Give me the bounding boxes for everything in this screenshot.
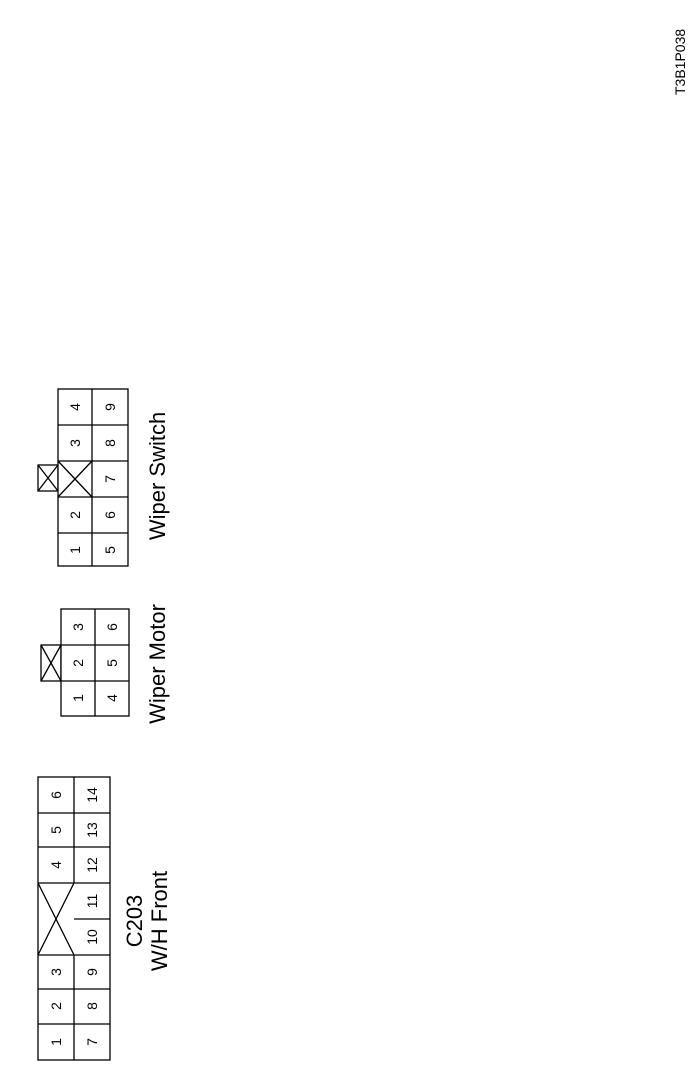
- pin-label: 12: [84, 857, 100, 873]
- pin-label: 3: [67, 439, 83, 447]
- pin-label: 5: [102, 546, 118, 554]
- connector-label: Wiper Motor: [145, 604, 170, 724]
- pin-label: 10: [84, 929, 100, 945]
- pin-label: 8: [102, 439, 118, 447]
- pin-label: 1: [67, 546, 83, 554]
- pin-label: 6: [104, 623, 120, 631]
- pin-label: 13: [84, 822, 100, 838]
- pin-label: 9: [102, 403, 118, 411]
- connector-label: C203: [122, 895, 147, 948]
- figure-code: T3B1P038: [672, 29, 688, 95]
- pin-label: 11: [84, 894, 100, 909]
- pin-label: 6: [102, 511, 118, 519]
- pin-label: 14: [84, 787, 100, 803]
- pin-label: 2: [70, 659, 86, 667]
- connector-wiper-motor: 1 2 3 4 5 6 Wiper Motor: [40, 604, 170, 724]
- pin-label: 1: [70, 694, 86, 702]
- pin-label: 5: [104, 659, 120, 667]
- pin-label: 3: [48, 968, 64, 976]
- pin-label: 4: [48, 861, 64, 869]
- connector-wiper-switch: 1 2 3 4 5 6 7 8 9 Wiper Switch: [37, 388, 170, 567]
- pin-label: 2: [48, 1002, 64, 1010]
- pin-label: 4: [67, 403, 83, 411]
- pin-label: 2: [67, 511, 83, 519]
- pin-label: 6: [48, 791, 64, 799]
- pin-label: 8: [84, 1002, 100, 1010]
- pin-label: 5: [48, 826, 64, 834]
- pin-label: 1: [48, 1038, 64, 1046]
- pin-label: 7: [84, 1038, 100, 1046]
- connector-label: W/H Front: [147, 871, 172, 971]
- pin-label: 3: [70, 623, 86, 631]
- connector-c203: 1 2 3 4 5 6 7 8 9 10 11 12 13 14 C203 W/…: [37, 776, 172, 1061]
- pin-label: 4: [104, 694, 120, 702]
- pin-label: 7: [102, 475, 118, 483]
- connector-label: Wiper Switch: [145, 412, 170, 540]
- pin-label: 9: [84, 968, 100, 976]
